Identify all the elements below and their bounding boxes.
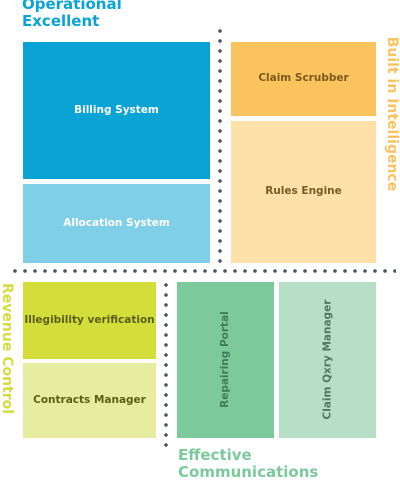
- revenue-control-label: Revenue Control: [0, 283, 15, 415]
- rules-engine-block: Rules Engine: [231, 121, 376, 263]
- claim-scrubber-block: Claim Scrubber: [231, 42, 376, 116]
- operational-line2: Excellent: [22, 12, 100, 31]
- built-in-intelligence-label: Built in Intelligence: [384, 36, 400, 192]
- claim-scrubber-label: Claim Scrubber: [258, 72, 349, 85]
- claim-qxry-manager-block: Claim Qxry Manager: [279, 282, 376, 438]
- effective-line2: Communications: [178, 463, 319, 482]
- repairing-portal-label: Repairing Portal: [218, 311, 231, 409]
- contracts-manager-block: Contracts Manager: [23, 363, 156, 438]
- billing-system-label: Billing System: [74, 103, 159, 116]
- horizontal-divider: [10, 268, 396, 274]
- illegibility-verification-block: Illegibility verification: [23, 282, 156, 359]
- rules-engine-label: Rules Engine: [265, 185, 342, 198]
- allocation-system-block: Allocation System: [23, 184, 210, 263]
- illegibility-verification-label: Illegibility verification: [24, 313, 155, 326]
- billing-system-block: Billing System: [23, 42, 210, 179]
- repairing-portal-block: Repairing Portal: [177, 282, 274, 438]
- effective-line1: Effective: [178, 446, 252, 464]
- operational-excellent-heading: Operational Excellent: [22, 0, 122, 31]
- allocation-system-label: Allocation System: [63, 216, 170, 229]
- effective-communications-heading: Effective Communications: [178, 446, 319, 482]
- vertical-divider-top: [217, 26, 223, 266]
- contracts-manager-label: Contracts Manager: [33, 393, 146, 406]
- vertical-divider-bottom: [163, 280, 169, 450]
- operational-line1: Operational: [22, 0, 122, 13]
- claim-qxry-manager-label: Claim Qxry Manager: [320, 300, 333, 420]
